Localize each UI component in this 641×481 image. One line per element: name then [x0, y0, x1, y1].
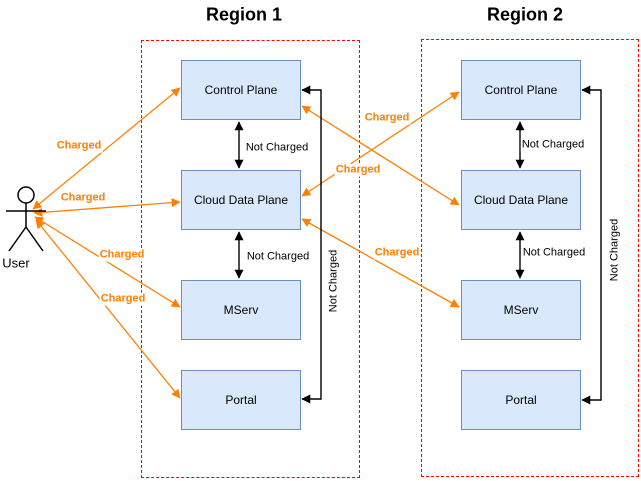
user-actor-label: User: [2, 255, 30, 271]
not-charged-label-r1-cdp-mserv: Not Charged: [245, 250, 311, 264]
node-r1-control-plane: Control Plane: [181, 60, 301, 120]
charged-label-user-cdp: Charged: [59, 191, 107, 205]
charged-label-user-portal: Charged: [99, 292, 147, 306]
not-charged-label-r1-cp-cdp: Not Charged: [244, 141, 310, 155]
charged-label-r1cp-r2cdp: Charged: [334, 163, 382, 177]
not-charged-label-r2-cp-cdp: Not Charged: [520, 138, 586, 152]
arrow-user-cloud-data-plane: [33, 198, 181, 217]
not-charged-label-r1-cp-portal: Not Charged: [327, 248, 341, 314]
not-charged-label-r2-cdp-mserv: Not Charged: [521, 246, 587, 260]
charged-label-r1cdp-r2cp: Charged: [363, 111, 411, 125]
not-charged-label-r2-cp-portal: Not Charged: [608, 217, 622, 283]
arrow-user-control-plane: [32, 87, 181, 210]
node-r1-cloud-data-plane: Cloud Data Plane: [181, 170, 301, 230]
actor-left-leg: [8, 226, 27, 252]
node-r2-mserv: MServ: [461, 280, 581, 340]
cross-region-charged-arrows: [301, 91, 460, 308]
arrow-r1cdp-r2mserv: [301, 218, 460, 308]
actor-head: [17, 186, 35, 204]
arrow-r1cp-r2cdp: [301, 105, 460, 206]
actor-right-leg: [25, 226, 44, 252]
region2-title: Region 2: [486, 4, 564, 25]
arrow-r1-cp-portal: [301, 85, 322, 404]
region1-title: Region 1: [205, 4, 283, 25]
node-r2-portal: Portal: [461, 370, 581, 430]
node-r1-portal: Portal: [181, 370, 301, 430]
node-r2-cloud-data-plane: Cloud Data Plane: [461, 170, 581, 230]
user-actor-icon: [6, 186, 46, 252]
charged-label-r1cdp-r2mserv: Charged: [373, 246, 421, 260]
arrow-user-portal: [35, 219, 181, 399]
arrow-r1cdp-r2cp: [301, 91, 460, 197]
charged-label-user-cp: Charged: [55, 139, 103, 153]
user-charged-arrows: [32, 87, 181, 399]
arrow-r2-cp-portal: [581, 85, 602, 405]
charged-label-user-mserv: Charged: [98, 248, 146, 262]
not-charged-arrows: [234, 85, 602, 405]
node-r2-control-plane: Control Plane: [461, 60, 581, 120]
node-r1-mserv: MServ: [181, 280, 301, 340]
